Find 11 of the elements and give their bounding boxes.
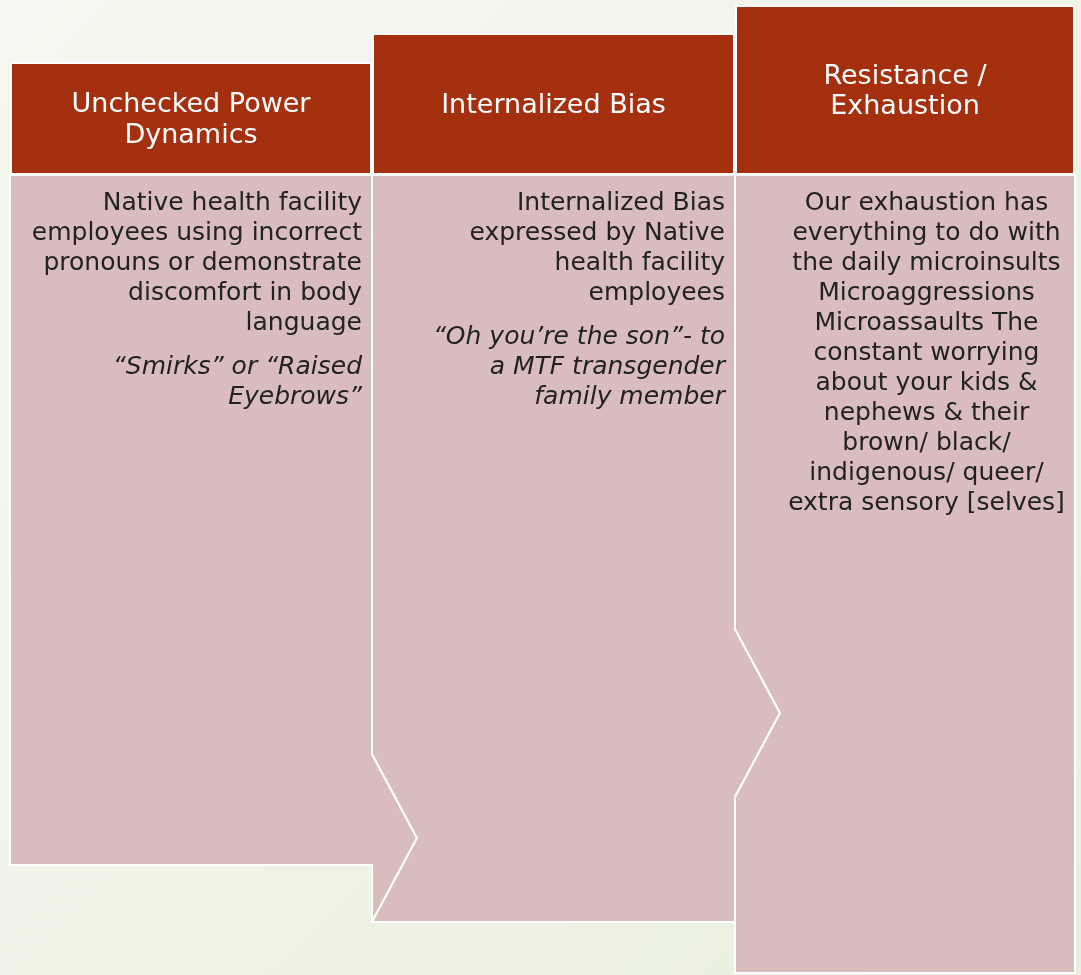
column-header: Unchecked Power Dynamics — [10, 62, 372, 175]
column-header: Resistance / Exhaustion — [735, 5, 1075, 175]
quote-text: “Oh you’re the son”- to a MTF transgender family member — [431, 321, 725, 411]
chevron-panel — [371, 174, 782, 923]
body-text: Our exhaustion has everything to do with the daily microinsults Microaggressions Microassaults The constant worrying about your kids & nephews & their brown/ black/ indigenous/ queer/ extra sensory [selves] — [788, 187, 1065, 517]
chevron-panel — [734, 174, 1076, 974]
body-text: Internalized Bias expressed by Native health facility employees — [468, 187, 725, 307]
quote-text: “Smirks” or “Raised Eyebrows” — [111, 351, 362, 411]
chevron-panel — [9, 174, 419, 923]
body-text: Native health facility employees using incorrect pronouns or demonstrate discomfort in body language — [30, 187, 362, 337]
column-header: Internalized Bias — [372, 33, 735, 175]
